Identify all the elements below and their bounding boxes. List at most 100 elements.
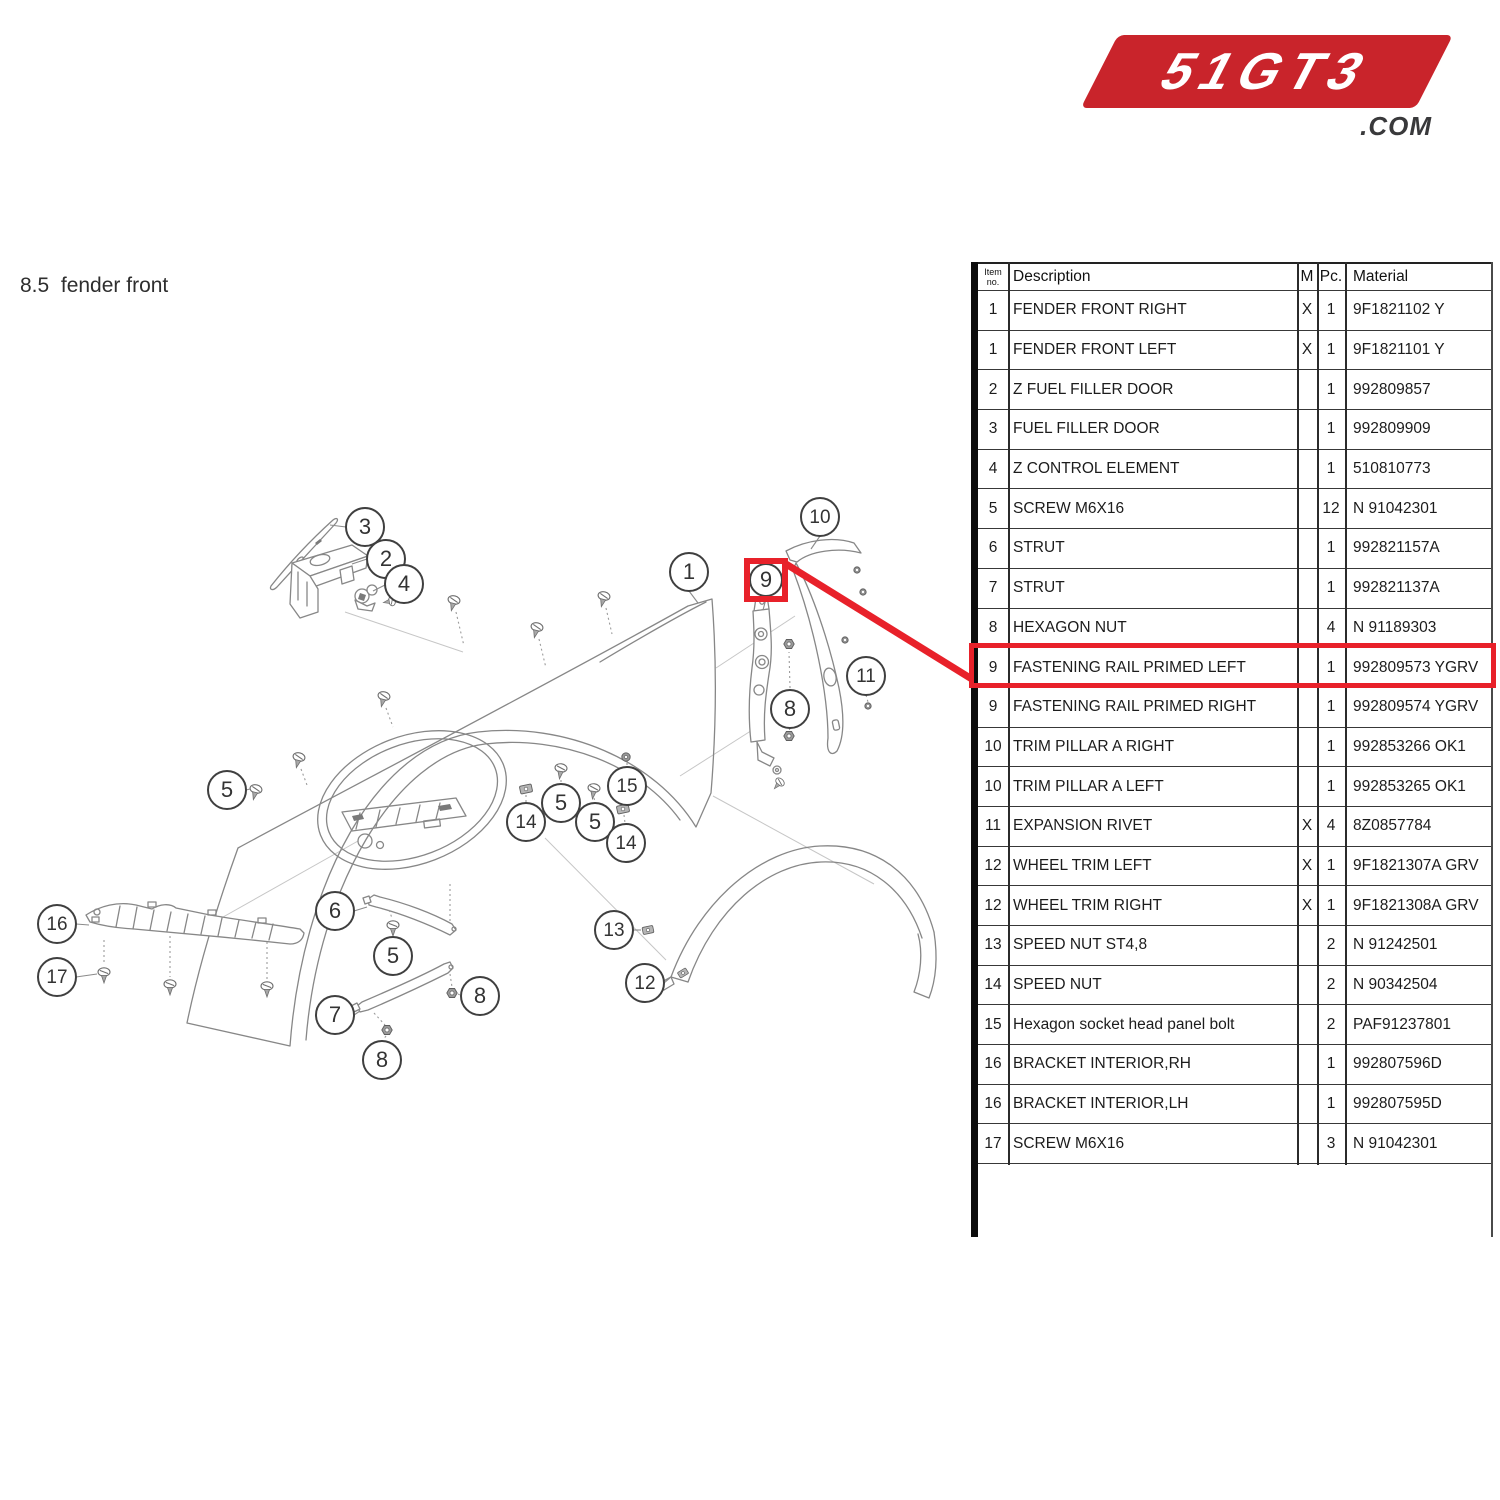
table-col-line-1 — [1008, 262, 1010, 1165]
clip-fasteners — [518, 752, 655, 936]
table-col-line-2 — [1297, 262, 1299, 1165]
z-control-element-part — [354, 584, 397, 612]
strut-parts — [350, 884, 461, 1041]
cell-material: 992807596D — [1353, 1055, 1442, 1073]
callout-8c: 8 — [460, 976, 500, 1016]
callout-5c: 5 — [575, 802, 615, 842]
cell-pc: 1 — [1326, 698, 1336, 716]
cell-pc: 1 — [1326, 896, 1336, 914]
callout-15: 15 — [607, 766, 647, 806]
cell-pc: 1 — [1326, 1055, 1336, 1073]
fender-front-part — [186, 598, 716, 1047]
cell-item-no: 10 — [984, 777, 1002, 795]
table-col-line-4 — [1345, 262, 1347, 1165]
cell-material: N 91042301 — [1353, 1134, 1438, 1152]
table-row: 7 STRUT 1 992821137A — [978, 569, 1493, 609]
cell-pc: 1 — [1326, 1095, 1336, 1113]
screw-fasteners — [246, 589, 613, 803]
table-row: 16 BRACKET INTERIOR,LH 1 992807595D — [978, 1085, 1493, 1125]
cell-description: SPEED NUT — [1013, 976, 1102, 994]
callout-3: 3 — [345, 507, 385, 547]
table-row: 16 BRACKET INTERIOR,RH 1 992807596D — [978, 1045, 1493, 1085]
cell-m: X — [1301, 856, 1313, 874]
cell-description: STRUT — [1013, 539, 1065, 557]
cell-material: 992853265 OK1 — [1353, 777, 1466, 795]
callout-11: 11 — [846, 656, 886, 696]
logo-text: 51GT3 — [1150, 42, 1384, 101]
callout-label: 4 — [398, 571, 410, 596]
cell-material: 9F1821102 Y — [1353, 301, 1445, 319]
callout-label: 8 — [376, 1047, 388, 1072]
cell-material: N 91242501 — [1353, 936, 1438, 954]
table-row: 1 FENDER FRONT RIGHT X 1 9F1821102 Y — [978, 291, 1493, 331]
cell-item-no: 5 — [988, 499, 998, 517]
fastening-rail-part — [748, 595, 787, 793]
cell-description: Z CONTROL ELEMENT — [1013, 460, 1180, 478]
highlight-connector-line — [784, 561, 977, 684]
cell-material: N 91189303 — [1353, 618, 1437, 636]
cell-item-no: 11 — [984, 817, 1002, 835]
cell-item-no: 9 — [988, 698, 998, 716]
table-row: 12 WHEEL TRIM LEFT X 1 9F1821307A GRV — [978, 847, 1493, 887]
callout-label: 5 — [555, 790, 567, 815]
cell-item-no: 4 — [988, 460, 998, 478]
hexagon-nuts — [783, 639, 795, 741]
cell-material: 8Z0857784 — [1353, 817, 1432, 835]
cell-pc: 2 — [1326, 976, 1336, 994]
table-row: 5 SCREW M6X16 12 N 91042301 — [978, 489, 1493, 530]
cell-pc: 4 — [1326, 817, 1336, 835]
callout-label: 7 — [329, 1002, 341, 1027]
table-row: 14 SPEED NUT 2 N 90342504 — [978, 966, 1493, 1006]
callout-13: 13 — [594, 910, 634, 950]
cell-pc: 1 — [1326, 539, 1336, 557]
cell-pc: 1 — [1326, 737, 1336, 755]
cell-item-no: 16 — [984, 1095, 1002, 1113]
cell-material: N 90342504 — [1353, 976, 1438, 994]
callout-label: 9 — [760, 567, 772, 592]
callout-label: 16 — [46, 914, 67, 935]
table-row: 8 HEXAGON NUT 4 N 91189303 — [978, 609, 1493, 649]
table-col-line-3 — [1317, 262, 1319, 1165]
cell-pc: 1 — [1326, 856, 1336, 874]
parts-table: Item no. Description M Pc. Material 1 FE… — [978, 262, 1493, 1165]
cell-description: FENDER FRONT RIGHT — [1013, 301, 1187, 319]
wheel-trim-part — [659, 845, 937, 999]
callout-5: 5 — [207, 770, 247, 810]
table-row: 13 SPEED NUT ST4,8 2 N 91242501 — [978, 926, 1493, 966]
callout-label: 5 — [589, 809, 601, 834]
header-description: Description — [1013, 268, 1091, 285]
cell-item-no: 16 — [984, 1055, 1002, 1073]
cell-material: 9F1821308A GRV — [1353, 896, 1479, 914]
callout-8: 8 — [770, 689, 810, 729]
cell-description: FUEL FILLER DOOR — [1013, 420, 1160, 438]
logo-tld: .COM — [1360, 111, 1432, 141]
cell-description: TRIM PILLAR A LEFT — [1013, 777, 1164, 795]
table-row: 1 FENDER FRONT LEFT X 1 9F1821101 Y — [978, 331, 1493, 371]
cell-m: X — [1301, 896, 1313, 914]
cell-description: Z FUEL FILLER DOOR — [1013, 380, 1174, 398]
cell-description: SCREW M6X16 — [1013, 499, 1125, 517]
callout-label: 1 — [683, 559, 695, 584]
callout-label: 11 — [856, 666, 876, 687]
callout-10: 10 — [800, 497, 840, 537]
cell-description: FASTENING RAIL PRIMED LEFT — [1013, 658, 1246, 676]
cell-pc: 1 — [1326, 460, 1336, 478]
callout-7: 7 — [315, 995, 355, 1035]
cell-description: Hexagon socket head panel bolt — [1013, 1015, 1235, 1033]
page-title: 8.5 fender front — [20, 274, 169, 297]
callout-label: 5 — [387, 943, 399, 968]
table-row: 4 Z CONTROL ELEMENT 1 510810773 — [978, 450, 1493, 490]
trim-pillar-part — [785, 538, 872, 755]
cell-description: EXPANSION RIVET — [1013, 817, 1153, 835]
callout-label: 8 — [474, 983, 486, 1008]
callout-2: 2 — [366, 539, 406, 579]
callout-label: 6 — [329, 898, 341, 923]
table-row: 17 SCREW M6X16 3 N 91042301 — [978, 1124, 1493, 1165]
header-item-no: Item no. — [984, 267, 1002, 287]
cell-m: X — [1301, 301, 1313, 319]
site-logo[interactable]: 51GT3 — [1080, 35, 1453, 108]
cell-material: 992809573 YGRV — [1353, 658, 1479, 676]
cell-description: HEXAGON NUT — [1013, 618, 1127, 636]
cell-material: N 91042301 — [1353, 499, 1438, 517]
cell-item-no: 6 — [988, 539, 998, 557]
